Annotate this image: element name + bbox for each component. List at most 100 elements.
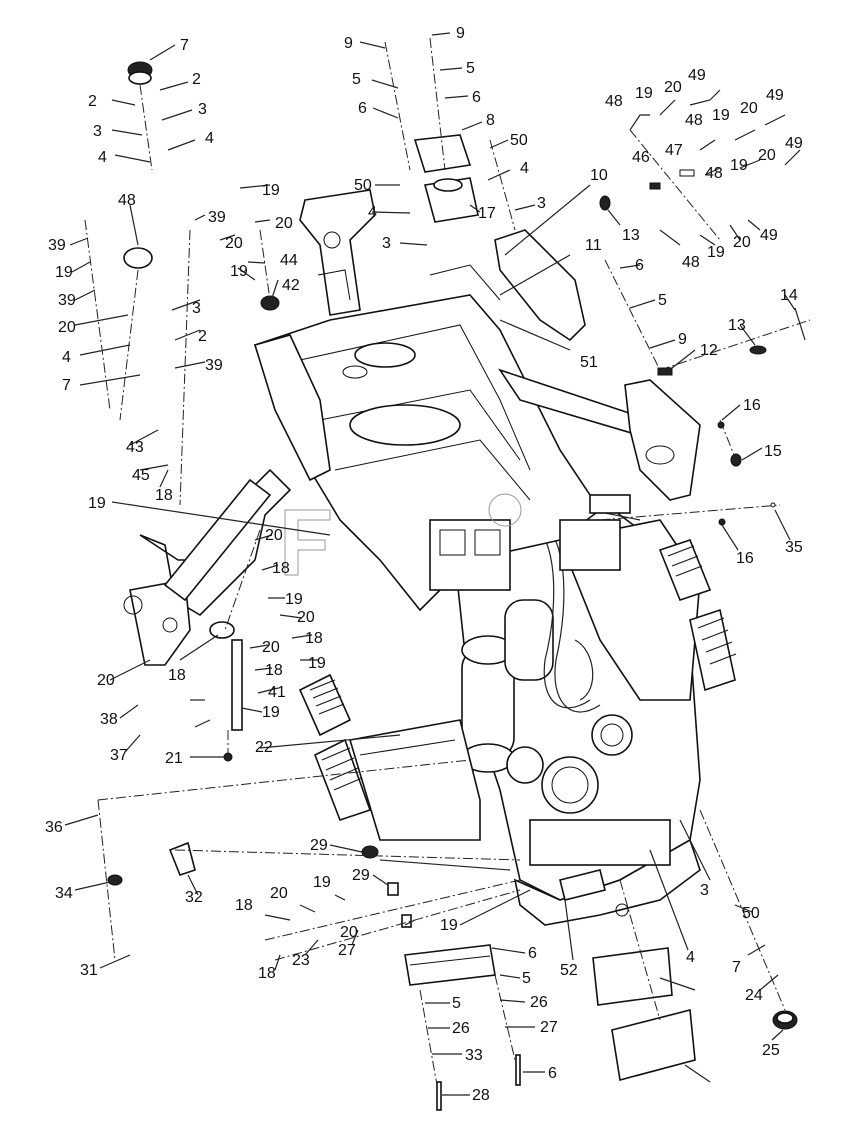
callout-label: 39 — [208, 209, 226, 226]
center-lines — [84, 37, 811, 1086]
callout-label: 19 — [230, 263, 248, 280]
callout-label: 19 — [88, 495, 106, 512]
callout-label: 47 — [665, 142, 683, 159]
callout-label: 18 — [265, 662, 283, 679]
callout-labels: 7 2 2 3 3 4 4 9 9 5 5 6 6 8 50 50 4 4 3 … — [45, 25, 803, 1104]
callout-label: 5 — [452, 995, 461, 1012]
callout-label: 23 — [292, 952, 310, 969]
callout-label: 39 — [58, 292, 76, 309]
callout-label: 42 — [282, 277, 300, 294]
step-pads — [298, 539, 737, 822]
callout-label: 19 — [313, 874, 331, 891]
callout-label: 14 — [780, 287, 798, 304]
callout-label: 19 — [262, 182, 280, 199]
callout-label: 3 — [537, 195, 546, 212]
callout-label: 24 — [745, 987, 763, 1004]
callout-label: 6 — [472, 89, 481, 106]
callout-label: 25 — [762, 1042, 780, 1059]
callout-label: 11 — [585, 237, 602, 254]
callout-label: 7 — [180, 37, 189, 54]
callout-label: 44 — [280, 252, 298, 269]
callout-label: 3 — [192, 300, 201, 317]
callout-label: 33 — [465, 1047, 483, 1064]
main-frame-assembly — [123, 189, 737, 926]
callout-label: 7 — [62, 377, 71, 394]
callout-label: 16 — [743, 397, 761, 414]
callout-label: 4 — [686, 949, 695, 966]
callout-label: 5 — [352, 71, 361, 88]
callout-label: 48 — [705, 165, 723, 182]
callout-label: 4 — [368, 204, 377, 221]
callout-label: 6 — [548, 1065, 557, 1082]
callout-label: 9 — [678, 331, 687, 348]
callout-label: 26 — [530, 994, 548, 1011]
callout-label: 28 — [472, 1087, 490, 1104]
callout-label: 32 — [185, 889, 203, 906]
callout-label: 7 — [732, 959, 741, 976]
callout-label: 19 — [285, 591, 303, 608]
callout-label: 37 — [110, 747, 128, 764]
callout-label: 3 — [198, 101, 207, 118]
callout-label: 19 — [440, 917, 458, 934]
callout-label: 29 — [352, 867, 370, 884]
callout-label: 36 — [45, 819, 63, 836]
callout-label: 4 — [205, 130, 214, 147]
callout-label: 20 — [740, 100, 758, 117]
callout-label: 19 — [707, 244, 725, 261]
callout-label: 13 — [728, 317, 746, 334]
callout-label: 20 — [275, 215, 293, 232]
callout-label: 48 — [605, 93, 623, 110]
callout-label: 20 — [758, 147, 776, 164]
callout-label: 41 — [268, 684, 286, 701]
callout-label: 52 — [560, 962, 578, 979]
callout-label: 6 — [635, 257, 644, 274]
callout-label: 20 — [270, 885, 288, 902]
callout-label: 20 — [297, 609, 315, 626]
callout-label: 3 — [700, 882, 709, 899]
callout-label: 5 — [466, 60, 475, 77]
callout-label: 4 — [62, 349, 71, 366]
callout-label: 18 — [235, 897, 253, 914]
callout-label: 29 — [310, 837, 328, 854]
callout-label: 46 — [632, 149, 650, 166]
callout-label: 20 — [225, 235, 243, 252]
callout-label: 18 — [305, 630, 323, 647]
callout-label: 19 — [712, 107, 730, 124]
callout-label: 20 — [340, 924, 358, 941]
callout-label: 6 — [528, 945, 537, 962]
callout-label: 38 — [100, 711, 118, 728]
exploded-parts — [107, 61, 806, 1111]
callout-label: 3 — [93, 123, 102, 140]
callout-label: 20 — [265, 527, 283, 544]
callout-label: 48 — [118, 192, 136, 209]
callout-label: 19 — [635, 85, 653, 102]
callout-label: 19 — [55, 264, 73, 281]
callout-label: 43 — [126, 439, 144, 456]
callout-label: 27 — [540, 1019, 558, 1036]
callout-label: 26 — [452, 1020, 470, 1037]
callout-label: 45 — [132, 467, 150, 484]
callout-label: 51 — [580, 354, 598, 371]
callout-label: 34 — [55, 885, 73, 902]
callout-label: 3 — [382, 235, 391, 252]
callout-label: 39 — [205, 357, 223, 374]
callout-label: 12 — [700, 342, 718, 359]
callout-label: 21 — [165, 750, 183, 767]
callout-label: 4 — [98, 149, 107, 166]
callout-label: 19 — [730, 157, 748, 174]
callout-label: 9 — [456, 25, 465, 42]
callout-label: 39 — [48, 237, 66, 254]
callout-label: 4 — [520, 160, 529, 177]
callout-label: 17 — [478, 205, 496, 222]
callout-label: 20 — [733, 234, 751, 251]
callout-label: 49 — [766, 87, 784, 104]
callout-label: 18 — [258, 965, 276, 982]
callout-label: 48 — [685, 112, 703, 129]
callout-label: 16 — [736, 550, 754, 567]
callout-label: 8 — [486, 112, 495, 129]
callout-label: 49 — [785, 135, 803, 152]
callout-label: 19 — [262, 704, 280, 721]
callout-label: 5 — [522, 970, 531, 987]
callout-label: 49 — [760, 227, 778, 244]
